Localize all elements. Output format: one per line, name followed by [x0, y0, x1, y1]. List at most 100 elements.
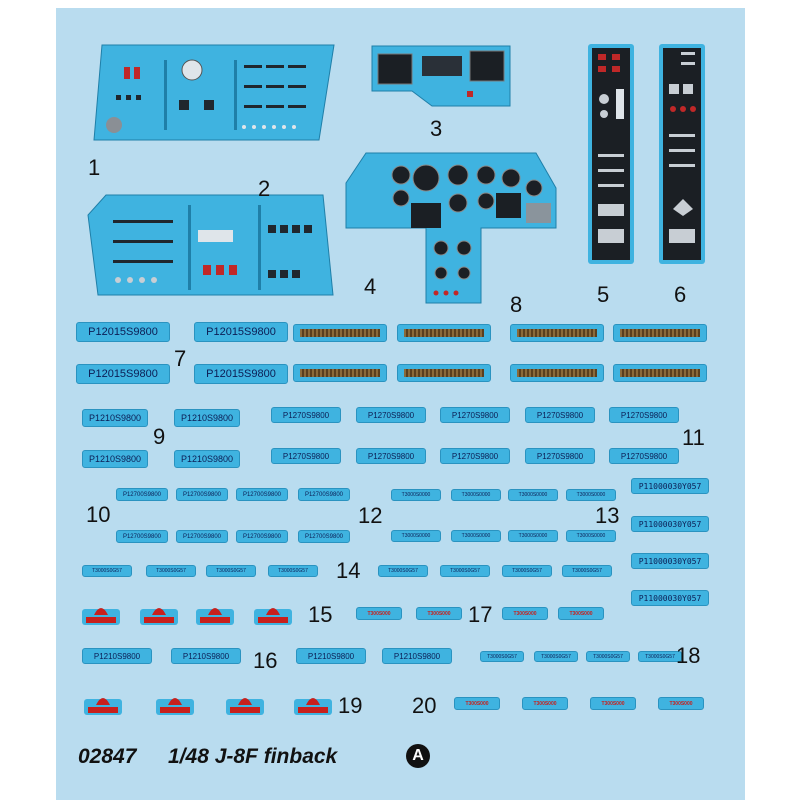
label-6: 6 — [674, 282, 687, 307]
emblem-15 — [82, 608, 120, 625]
decal-17: T300S000 — [558, 607, 604, 620]
decal-16: P1210S9800 — [171, 648, 241, 664]
decal-11: P1270S9800 — [440, 448, 510, 464]
decal-18: T3000S0G57 — [480, 651, 524, 662]
decal-13: P11000030Y057 — [631, 590, 709, 606]
decal-16: P1210S9800 — [382, 648, 452, 664]
emblem-15 — [254, 608, 292, 625]
decal-14: T3000S0G57 — [440, 565, 490, 577]
label-1: 1 — [88, 155, 101, 180]
decal-17: T300S000 — [502, 607, 548, 620]
kit-title: 1/48 J-8F finback — [168, 745, 338, 768]
sheet-letter-badge: A — [406, 744, 430, 768]
label-13: 13 — [595, 503, 620, 528]
decal-12: T3000S0000 — [566, 530, 616, 542]
decal-14: T3000S0G57 — [378, 565, 428, 577]
label-2: 2 — [258, 176, 271, 201]
label-4: 4 — [364, 274, 377, 299]
emblem-19 — [156, 698, 194, 715]
decal-16: P1210S9800 — [82, 648, 152, 664]
label-14: 14 — [336, 558, 361, 583]
decal-20: T300S000 — [522, 697, 568, 710]
strip-8 — [613, 364, 707, 382]
decal-10: P12700S9800 — [116, 530, 168, 543]
decal-10: P12700S9800 — [116, 488, 168, 501]
decal-18: T3000S0G57 — [638, 651, 682, 662]
decal-13: P11000030Y057 — [631, 553, 709, 569]
label-15: 15 — [308, 602, 333, 627]
decal-11: P1270S9800 — [609, 407, 679, 423]
decal-16: P1210S9800 — [296, 648, 366, 664]
decal-9: P1210S9800 — [174, 450, 240, 468]
decal-18: T3000S0G57 — [586, 651, 630, 662]
decal-9: P1210S9800 — [82, 409, 148, 427]
decal-13: P11000030Y057 — [631, 478, 709, 494]
decal-20: T300S000 — [658, 697, 704, 710]
decal-9: P1210S9800 — [174, 409, 240, 427]
decal-12: T3000S0000 — [451, 530, 501, 542]
label-18: 18 — [676, 643, 701, 668]
decal-12: T3000S0000 — [566, 489, 616, 501]
decal-18: T3000S0G57 — [534, 651, 578, 662]
label-20: 20 — [412, 693, 437, 718]
decal-7: P12015S9800 — [76, 322, 170, 342]
decal-7: P12015S9800 — [194, 364, 288, 384]
strip-8 — [293, 324, 387, 342]
decal-9: P1210S9800 — [82, 450, 148, 468]
decal-12: T3000S0000 — [508, 530, 558, 542]
side-console-6 — [659, 44, 705, 264]
emblem-19 — [226, 698, 264, 715]
strip-8 — [397, 364, 491, 382]
decal-12: T3000S0000 — [451, 489, 501, 501]
label-16: 16 — [253, 648, 278, 673]
label-9: 9 — [153, 424, 166, 449]
instrument-panel-1 — [93, 44, 335, 141]
strip-8 — [293, 364, 387, 382]
instrument-panel-4 — [345, 152, 557, 304]
label-8: 8 — [510, 292, 523, 317]
decal-10: P12700S9800 — [176, 530, 228, 543]
kit-number: 02847 — [78, 745, 137, 768]
label-7: 7 — [174, 346, 187, 371]
decal-7: P12015S9800 — [76, 364, 170, 384]
decal-10: P12700S9800 — [298, 488, 350, 501]
strip-8 — [613, 324, 707, 342]
strip-8 — [510, 364, 604, 382]
decal-14: T3000S0G57 — [502, 565, 552, 577]
decal-11: P1270S9800 — [525, 448, 595, 464]
decal-10: P12700S9800 — [236, 488, 288, 501]
decal-11: P1270S9800 — [609, 448, 679, 464]
decal-12: T3000S0000 — [508, 489, 558, 501]
emblem-19 — [294, 698, 332, 715]
decal-17: T300S000 — [416, 607, 462, 620]
decal-20: T300S000 — [454, 697, 500, 710]
label-12: 12 — [358, 503, 383, 528]
decal-14: T3000S0G57 — [206, 565, 256, 577]
decal-11: P1270S9800 — [271, 448, 341, 464]
decal-11: P1270S9800 — [440, 407, 510, 423]
label-19: 19 — [338, 693, 363, 718]
label-3: 3 — [430, 116, 443, 141]
decal-13: P11000030Y057 — [631, 516, 709, 532]
label-17: 17 — [468, 602, 493, 627]
strip-8 — [510, 324, 604, 342]
decal-14: T3000S0G57 — [146, 565, 196, 577]
decal-12: T3000S0000 — [391, 530, 441, 542]
decal-11: P1270S9800 — [525, 407, 595, 423]
decal-11: P1270S9800 — [356, 448, 426, 464]
emblem-15 — [196, 608, 234, 625]
decal-10: P12700S9800 — [298, 530, 350, 543]
label-11: 11 — [682, 425, 705, 450]
decal-sheet: 1 2 3 4 — [56, 8, 745, 800]
decal-20: T300S000 — [590, 697, 636, 710]
decal-14: T3000S0G57 — [562, 565, 612, 577]
decal-14: T3000S0G57 — [268, 565, 318, 577]
decal-10: P12700S9800 — [176, 488, 228, 501]
emblem-19 — [84, 698, 122, 715]
decal-12: T3000S0000 — [391, 489, 441, 501]
decal-10: P12700S9800 — [236, 530, 288, 543]
decal-7: P12015S9800 — [194, 322, 288, 342]
label-10: 10 — [86, 502, 111, 527]
instrument-panel-3 — [371, 45, 511, 107]
decal-17: T300S000 — [356, 607, 402, 620]
